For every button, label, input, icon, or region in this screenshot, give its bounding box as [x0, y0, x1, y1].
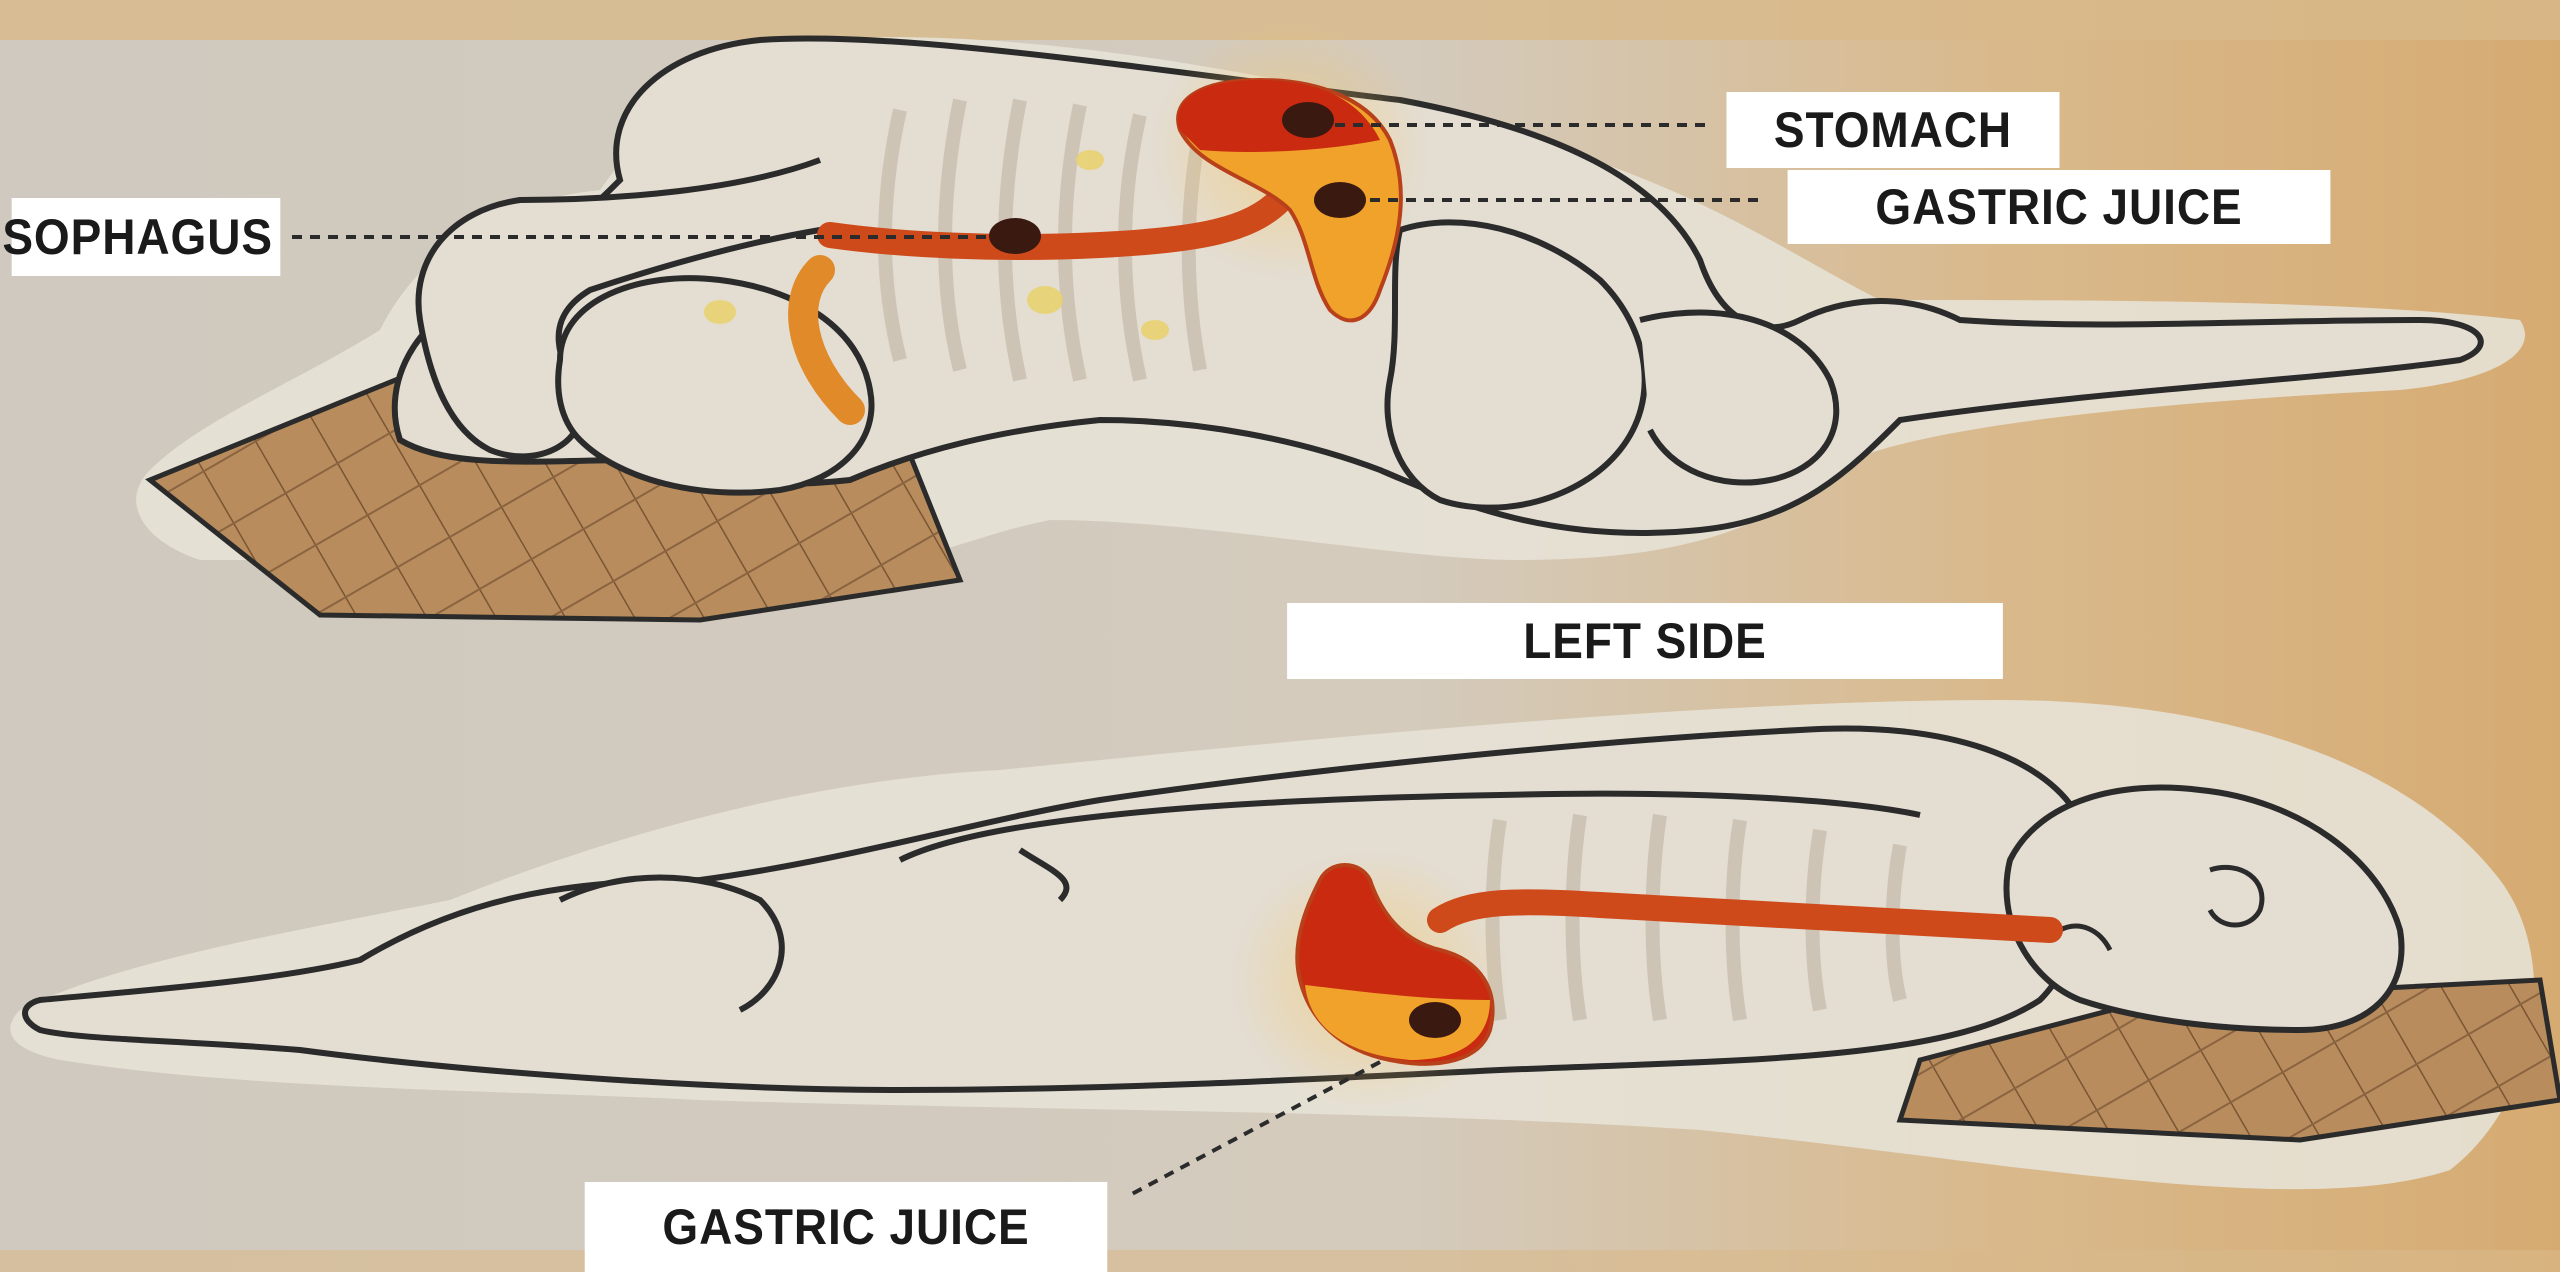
top-stomach-dot: [1282, 102, 1334, 138]
top-gastric-dot: [1314, 182, 1366, 218]
bottom-gastric-dot: [1409, 1002, 1461, 1038]
esophagus-label: ESOPHAGUS: [12, 198, 281, 276]
top-esophagus-dot: [989, 218, 1041, 254]
gastric-juice-bottom-label: GASTRIC JUICE: [585, 1182, 1108, 1272]
sand-bottom-strip: [0, 1250, 2560, 1272]
stomach-label: STOMACH: [1726, 92, 2059, 168]
left-side-label: LEFT SIDE: [1287, 603, 2003, 679]
gastric-juice-top-label: GASTRIC JUICE: [1788, 170, 2331, 244]
